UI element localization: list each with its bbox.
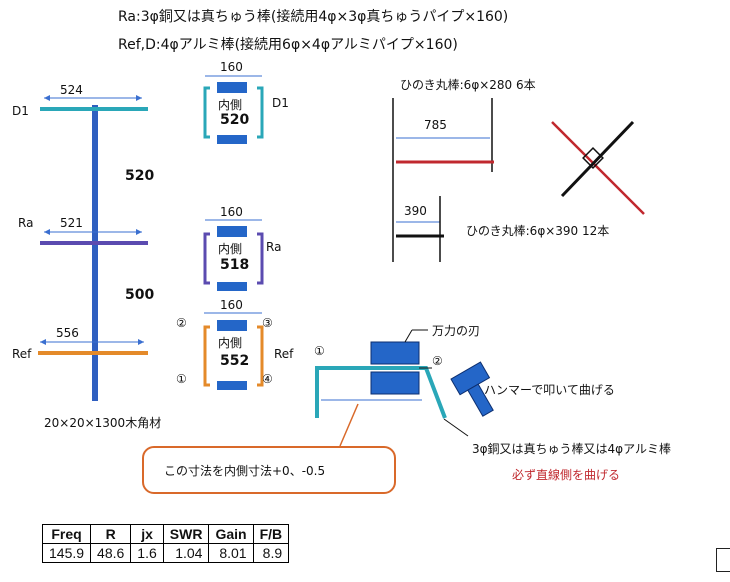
spacing-ra-ref: 500 (125, 287, 155, 303)
arrow-icon (44, 229, 50, 235)
spec-value-freq: 145.9 (41, 543, 92, 563)
spec-value-jx: 1.6 (130, 543, 164, 563)
arrow-icon (136, 95, 142, 101)
joint-ref (203, 312, 264, 390)
blade-label: 万力の刃 (432, 324, 481, 338)
spec-header-fb: F/B (252, 524, 290, 544)
arrow-icon (138, 339, 144, 345)
dimension-note-box: この寸法を内側寸法+0、-0.5 (142, 446, 396, 494)
arrow-icon (44, 95, 50, 101)
spec-value-gain: 8.01 (208, 543, 254, 563)
joint-ra (203, 219, 264, 291)
boom-label: 20×20×1300木角材 (44, 416, 162, 430)
dimension-note: この寸法を内側寸法+0、-0.5 (164, 464, 326, 478)
joint-ref-mark-2: ② (176, 316, 187, 330)
spec-value-r: 48.6 (90, 543, 132, 563)
joint-d1 (203, 75, 264, 144)
ra-label: Ra (18, 216, 34, 230)
joint-ra-label: Ra (266, 240, 282, 254)
hammer-icon (450, 361, 494, 417)
mast-diagram (392, 98, 645, 262)
bend-rule-label: 必ず直線側を曲げる (512, 468, 621, 482)
joint-ra-value: 518 (220, 257, 250, 273)
joint-ref-inner: 内側 (218, 336, 243, 350)
spec-header-gain: Gain (208, 524, 254, 544)
joint-ref-label: Ref (274, 347, 294, 361)
d1-element (40, 107, 148, 111)
hammer-label: ハンマーで叩いて曲げる (484, 383, 615, 397)
joint-ref-mark-1: ① (176, 372, 187, 386)
joint-ref-width: 160 (220, 298, 243, 312)
spec-header-freq: Freq (41, 524, 92, 544)
joint-d1-inner: 内側 (218, 98, 243, 112)
spec-value-swr: 1.04 (162, 543, 210, 563)
mast-top-label: ひのき丸棒:6φ×280 6本 (400, 78, 536, 92)
joint-d1-label: D1 (272, 96, 289, 110)
arrow-icon (40, 339, 46, 345)
d1-length: 524 (60, 83, 83, 97)
spec-value-row: 145.9 48.6 1.6 1.04 8.01 8.9 (41, 543, 290, 563)
spec-header-swr: SWR (162, 524, 210, 544)
joint-ref-value: 552 (220, 353, 250, 369)
spec-header-row: Freq R jx SWR Gain F/B (41, 524, 290, 544)
ref-element (38, 351, 148, 355)
spec-header-r: R (90, 524, 132, 544)
corner-bracket (716, 548, 730, 572)
boom (92, 105, 98, 401)
spec-header-jx: jx (130, 524, 164, 544)
bend-mark-2: ② (432, 354, 443, 368)
joint-ra-inner: 内側 (218, 242, 243, 256)
mast-dim-785: 785 (424, 118, 447, 132)
joint-ref-mark-4: ④ (262, 372, 273, 386)
joint-d1-width: 160 (220, 60, 243, 74)
arrow-icon (136, 229, 142, 235)
rod-label: 3φ銅又は真ちゅう棒又は4φアルミ棒 (472, 442, 671, 456)
ra-element (40, 241, 148, 245)
joint-ra-width: 160 (220, 205, 243, 219)
spec-table: Freq R jx SWR Gain F/B 145.9 48.6 1.6 1.… (41, 524, 290, 563)
bend-mark-1: ① (314, 344, 325, 358)
d1-label: D1 (12, 104, 29, 118)
bending-diagram (315, 329, 494, 447)
ra-length: 521 (60, 216, 83, 230)
joint-ref-mark-3: ③ (262, 316, 273, 330)
mast-bottom-label: ひのき丸棒:6φ×390 12本 (466, 224, 610, 238)
spec-value-fb: 8.9 (252, 543, 290, 563)
spacing-d1-ra: 520 (125, 168, 155, 184)
ref-length: 556 (56, 326, 79, 340)
ref-label: Ref (12, 347, 32, 361)
joint-d1-value: 520 (220, 112, 250, 128)
header-line-2: Ref,D:4φアルミ棒(接続用6φ×4φアルミパイプ×160) (118, 37, 458, 53)
header-line-1: Ra:3φ銅又は真ちゅう棒(接続用4φ×3φ真ちゅうパイプ×160) (118, 9, 509, 25)
mast-dim-390: 390 (404, 204, 427, 218)
